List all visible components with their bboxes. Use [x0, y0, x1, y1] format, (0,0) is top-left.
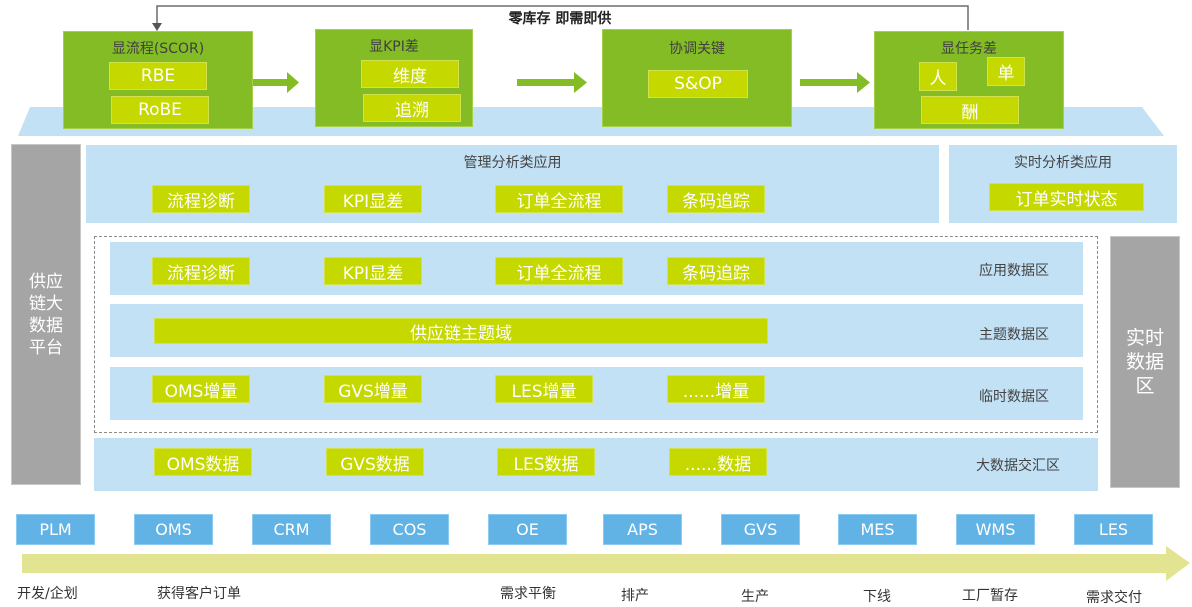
feedback-loop-arrow — [152, 5, 969, 31]
process-flow-arrow — [22, 546, 1190, 581]
process-stage: 需求平衡 — [500, 586, 556, 602]
system-cos: COS — [370, 514, 449, 545]
stage-box-scor: 显流程(SCOR) RBE RoBE — [63, 31, 253, 129]
realtime-label-line: 数据 — [1125, 351, 1164, 373]
stage-chip-order: 单 — [987, 57, 1025, 86]
layer-label: 大数据交汇区 — [976, 458, 1060, 474]
data-layer-temporary: OMS增量 GVS增量 LES增量 ......增量 临时数据区 — [110, 367, 1083, 420]
layer-chip: 条码追踪 — [667, 257, 765, 285]
stage-title: 显KPI差 — [369, 39, 419, 55]
feedback-loop-line — [156, 5, 969, 30]
layer-chip: KPI显差 — [324, 257, 422, 285]
arrowhead-down-icon — [152, 23, 162, 31]
process-stage: 需求交付 — [1086, 590, 1142, 606]
arrow-right-icon — [253, 72, 299, 93]
stage-chip-pay: 酬 — [921, 96, 1019, 124]
system-oms: OMS — [134, 514, 213, 545]
process-stage: 下线 — [863, 589, 891, 605]
realtime-label-line: 区 — [1135, 375, 1155, 397]
stage-title: 协调关键 — [669, 41, 725, 57]
data-layer-application: 流程诊断 KPI显差 订单全流程 条码追踪 应用数据区 — [110, 242, 1083, 295]
stage-title: 显流程(SCOR) — [111, 41, 205, 57]
layer-chip: GVS数据 — [326, 448, 424, 476]
layer-chip: 订单全流程 — [495, 257, 623, 285]
platform-label-line: 链大 — [29, 293, 63, 314]
stage-chip-robe: RoBE — [111, 96, 209, 124]
platform-label-line: 供应 — [29, 271, 63, 292]
stage-chip-sop: S&OP — [648, 70, 748, 98]
layer-label: 临时数据区 — [979, 389, 1049, 405]
data-layer-subject: 供应链主题域 主题数据区 — [110, 304, 1083, 357]
process-stage: 工厂暂存 — [962, 588, 1018, 604]
system-oe: OE — [488, 514, 567, 545]
system-gvs: GVS — [721, 514, 800, 545]
stage-chip-rbe: RBE — [109, 62, 207, 90]
realtime-analysis-apps: 实时分析类应用 订单实时状态 — [949, 145, 1177, 223]
realtime-label-line: 实时 — [1125, 327, 1164, 349]
layer-label: 主题数据区 — [979, 327, 1049, 343]
system-mes: MES — [838, 514, 917, 545]
layer-chip: OMS增量 — [152, 375, 250, 403]
data-warehouse-zone — [94, 236, 1098, 433]
app-chip: 条码追踪 — [667, 185, 765, 213]
arrow-right-icon — [800, 72, 870, 93]
stage-title: 显任务差 — [941, 41, 997, 57]
section-title: 管理分析类应用 — [463, 155, 562, 171]
stage-chip-dimension: 维度 — [361, 60, 459, 88]
app-chip: KPI显差 — [324, 185, 422, 213]
platform-label-line: 数据 — [29, 315, 63, 336]
process-stage: 排产 — [621, 588, 649, 604]
layer-label: 应用数据区 — [979, 263, 1049, 279]
layer-chip-subject-domain: 供应链主题域 — [154, 318, 768, 344]
layer-chip: LES数据 — [497, 448, 595, 476]
process-stage: 获得客户订单 — [157, 586, 241, 602]
system-plm: PLM — [16, 514, 95, 545]
system-wms: WMS — [956, 514, 1035, 545]
layer-chip: GVS增量 — [324, 375, 422, 403]
process-stage: 生产 — [741, 589, 769, 605]
app-chip: 订单全流程 — [495, 185, 623, 213]
section-title: 实时分析类应用 — [1014, 155, 1112, 171]
diagram-title: 零库存 即需即供 — [508, 11, 612, 27]
management-analysis-apps: 管理分析类应用 流程诊断 KPI显差 订单全流程 条码追踪 — [86, 145, 939, 223]
stage-box-kpi: 显KPI差 维度 追溯 — [315, 29, 473, 127]
layer-chip: ......数据 — [669, 448, 767, 476]
system-aps: APS — [603, 514, 682, 545]
arrow-right-icon — [517, 72, 587, 93]
layer-chip: 流程诊断 — [152, 257, 250, 285]
layer-chip: LES增量 — [495, 375, 593, 403]
data-layer-big-data-converge: OMS数据 GVS数据 LES数据 ......数据 大数据交汇区 — [94, 438, 1098, 491]
process-stage: 开发/企划 — [17, 586, 78, 602]
supply-chain-big-data-platform: 供应 链大 数据 平台 — [11, 144, 81, 485]
app-chip: 订单实时状态 — [989, 183, 1144, 211]
app-chip: 流程诊断 — [152, 185, 250, 213]
stage-box-coordination: 协调关键 S&OP — [602, 29, 792, 127]
layer-chip: ......增量 — [667, 375, 765, 403]
layer-chip: OMS数据 — [154, 448, 252, 476]
stage-chip-person: 人 — [919, 62, 957, 91]
stage-box-task: 显任务差 人 单 酬 — [874, 31, 1064, 129]
stage-chip-trace: 追溯 — [363, 94, 461, 122]
platform-label-line: 平台 — [29, 337, 63, 358]
system-crm: CRM — [252, 514, 331, 545]
system-les: LES — [1074, 514, 1153, 545]
realtime-data-zone: 实时 数据 区 — [1110, 236, 1180, 488]
